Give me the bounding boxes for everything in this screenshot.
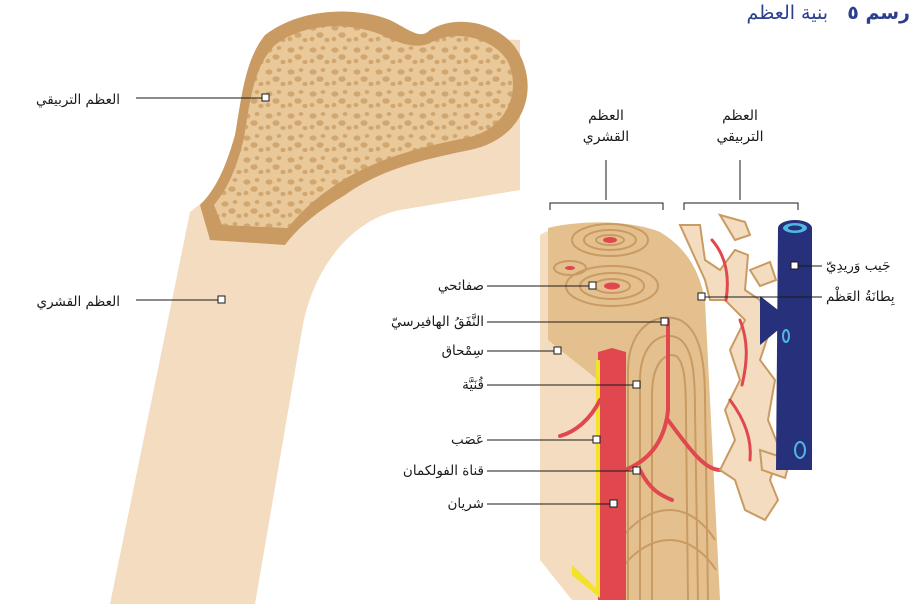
- spongy-bone-marker[interactable]: [262, 94, 269, 101]
- haversian-canal-label: النَّفَقُ الهافيرسيّ: [391, 313, 484, 330]
- artery-vessel[interactable]: [598, 348, 626, 600]
- nerve-label: عَصَب: [451, 432, 484, 448]
- compact-bone-marker[interactable]: [218, 296, 225, 303]
- figure-title-number: رسم ٥: [847, 2, 910, 24]
- nerve-marker[interactable]: [593, 436, 600, 443]
- header-compact-line1: العظم: [588, 108, 624, 124]
- header-compact-bone: العظم القشري: [550, 108, 663, 210]
- endosteum-label: بِطانَةُ العَظْم: [826, 286, 896, 305]
- artery-marker[interactable]: [610, 500, 617, 507]
- canaliculus-label: قُنَيَّة: [462, 376, 484, 393]
- figure-title: بنية العظم رسم ٥: [747, 2, 910, 24]
- endosteum-marker[interactable]: [698, 293, 705, 300]
- femur-illustration: [110, 11, 528, 604]
- bone-cross-section: [540, 215, 812, 600]
- lamellae-label: صفائحي: [438, 278, 484, 294]
- venous-sinus-marker[interactable]: [791, 262, 798, 269]
- haversian-canal-marker[interactable]: [661, 318, 668, 325]
- spongy-bone-label: العظم التربيقي: [36, 92, 120, 108]
- header-spongy-line1: العظم: [722, 108, 758, 124]
- periosteum-label: سِمْحاق: [442, 343, 484, 359]
- header-spongy-bone: العظم التربيقي: [684, 108, 798, 210]
- artery-label: شريان: [447, 496, 484, 512]
- femur-label-spongy: العظم التربيقي: [36, 92, 269, 108]
- volkmann-canal-marker[interactable]: [633, 467, 640, 474]
- venous-sinus-label: جَيب وَريدِيّ: [826, 258, 890, 274]
- lamellae-marker[interactable]: [589, 282, 596, 289]
- periosteum-marker[interactable]: [554, 347, 561, 354]
- header-spongy-line2: التربيقي: [717, 129, 764, 145]
- canaliculus-marker[interactable]: [633, 381, 640, 388]
- figure-title-text: بنية العظم: [747, 2, 828, 24]
- volkmann-canal-label: قناة الفولكمان: [403, 463, 484, 479]
- header-compact-line2: القشري: [583, 129, 629, 145]
- compact-bone-label: العظم القشري: [37, 294, 120, 310]
